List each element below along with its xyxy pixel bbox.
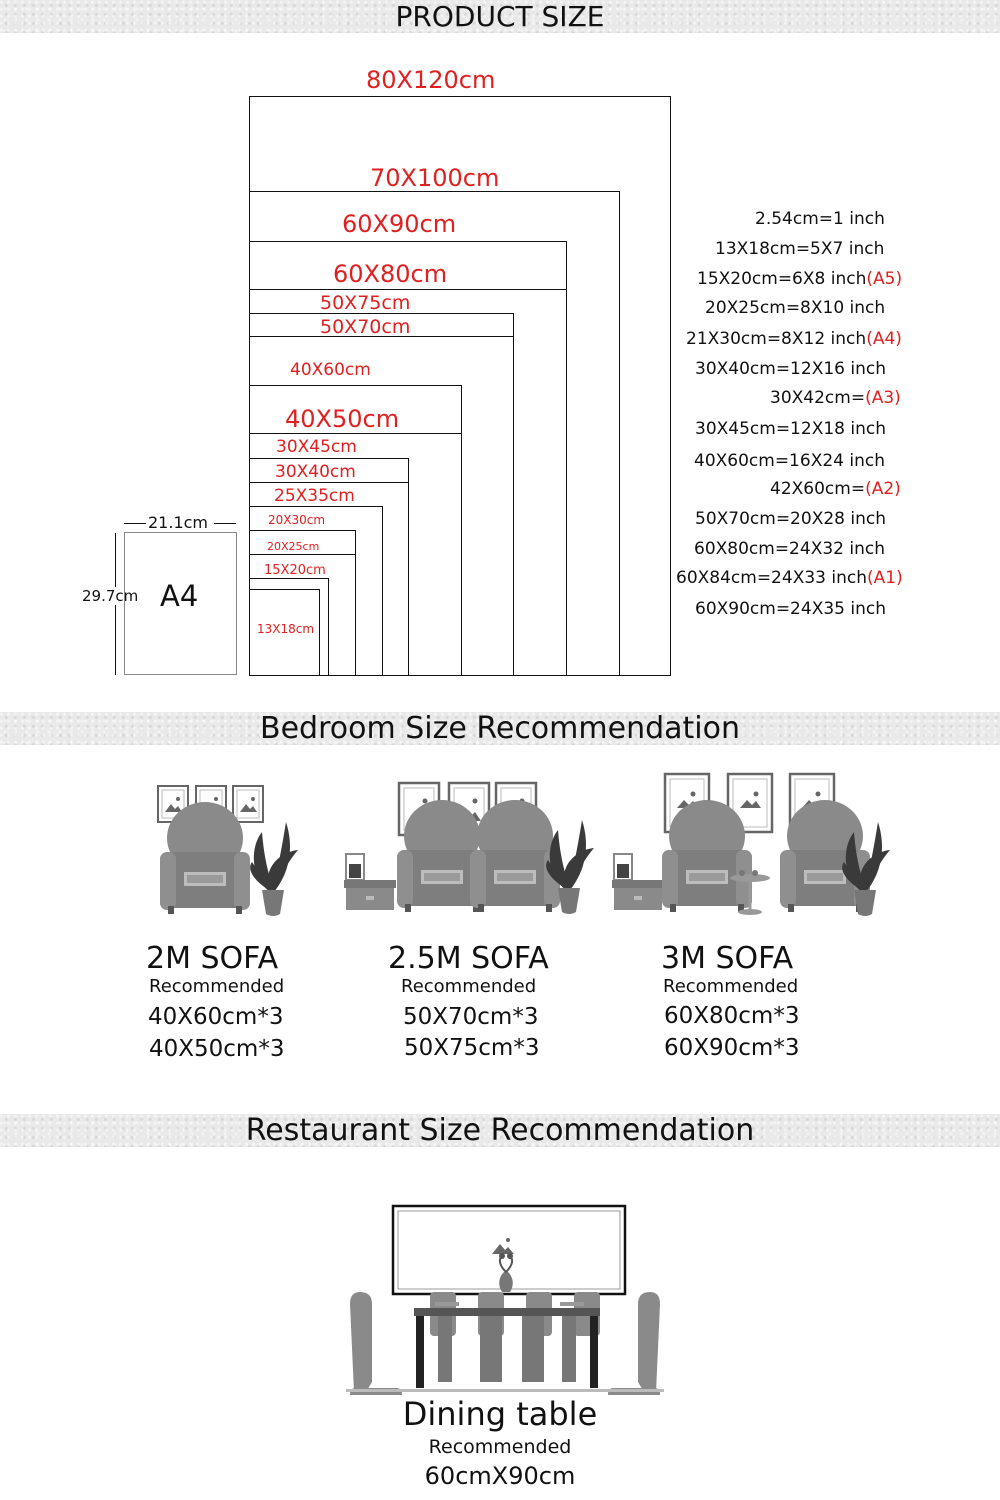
size-label: 60X80cm: [333, 260, 448, 288]
conversion-item: 20X25cm=8X10 inch: [705, 298, 886, 318]
conversion-item: 15X20cm=6X8 inch(A5): [697, 269, 903, 289]
conversion-item: 40X60cm=16X24 inch: [694, 451, 885, 471]
picture-frame-icon: [232, 785, 264, 823]
conversion-item: 60X84cm=24X33 inch(A1): [676, 568, 903, 588]
size-label: 15X20cm: [264, 563, 326, 578]
a4-width-line-left: [124, 523, 146, 524]
sofa-title: 2.5M SOFA: [388, 941, 549, 976]
conversion-item: 60X80cm=24X32 inch: [694, 539, 885, 559]
dining-recommended: Recommended: [428, 1436, 572, 1458]
size-label: 40X60cm: [290, 360, 371, 380]
a4-sheet: [124, 532, 237, 675]
section-title: Bedroom Size Recommendation: [260, 711, 740, 746]
section-title: Restaurant Size Recommendation: [245, 1113, 755, 1148]
sofa-title: 3M SOFA: [661, 941, 794, 976]
sofa-recommended: Recommended: [401, 976, 537, 997]
dining-title: Dining table: [402, 1395, 598, 1433]
conversion-item: 42X60cm=(A2): [770, 479, 901, 499]
conversion-item: 13X18cm=5X7 inch: [715, 239, 885, 259]
armchair-icon: [160, 802, 250, 914]
conversion-item: 30X40cm=12X16 inch: [695, 359, 886, 379]
frame-13x18: [249, 589, 320, 676]
armchair-icon: [662, 800, 752, 912]
side-table-icon: [343, 853, 397, 911]
sofa-title: 2M SOFA: [146, 941, 279, 976]
sofa-size: 60X90cm*3: [664, 1035, 800, 1061]
conversion-item: 21X30cm=8X12 inch(A4): [686, 329, 902, 349]
size-label: 40X50cm: [285, 405, 400, 433]
potted-plant-icon: [250, 822, 298, 916]
size-label: 60X90cm: [342, 210, 457, 238]
size-label: 50X75cm: [320, 292, 411, 314]
bedroom-illustrations: [157, 772, 890, 917]
a4-width-label: 21.1cm: [148, 513, 209, 532]
sofa-recommended: Recommended: [663, 976, 799, 997]
conversion-item: 60X90cm=24X35 inch: [695, 599, 886, 619]
dining-size: 60cmX90cm: [424, 1462, 576, 1490]
sofa-recommended: Recommended: [149, 976, 285, 997]
vase-icon: [498, 1253, 514, 1292]
sofa-size: 50X75cm*3: [404, 1035, 540, 1061]
dining-illustration: [346, 1204, 664, 1395]
conversion-item: 30X45cm=12X18 inch: [695, 419, 886, 439]
armchair-icon: [470, 800, 560, 912]
size-label: 13X18cm: [257, 622, 315, 636]
size-label: 70X100cm: [370, 164, 500, 192]
sofa-size: 60X80cm*3: [664, 1003, 800, 1029]
conversion-item: 2.54cm=1 inch: [755, 209, 885, 229]
size-label: 25X35cm: [274, 486, 355, 506]
dining-table-icon: [414, 1302, 600, 1388]
floor-line: [346, 1389, 664, 1392]
dining-chair-icon: [350, 1292, 402, 1395]
section-header-bedroom: Bedroom Size Recommendation: [0, 712, 1000, 745]
sofa-size: 40X60cm*3: [148, 1004, 284, 1030]
dining-chair-icon: [608, 1292, 660, 1395]
section-title: PRODUCT SIZE: [395, 0, 605, 33]
a4-width-line-right: [214, 523, 236, 524]
sofa-size: 50X70cm*3: [403, 1004, 539, 1030]
size-label: 30X40cm: [275, 462, 356, 482]
size-label: 20X25cm: [267, 540, 320, 553]
side-table-icon: [611, 853, 665, 911]
size-label: 50X70cm: [320, 316, 411, 338]
section-header-product-size: PRODUCT SIZE: [0, 0, 1000, 33]
size-label: 30X45cm: [276, 437, 357, 457]
size-label: 20X30cm: [268, 513, 326, 527]
conversion-item: 50X70cm=20X28 inch: [695, 509, 886, 529]
a4-label: A4: [160, 579, 199, 613]
conversion-item: 30X42cm=(A3): [770, 388, 901, 408]
section-header-restaurant: Restaurant Size Recommendation: [0, 1114, 1000, 1147]
size-label: 80X120cm: [366, 66, 496, 94]
sofa-size: 40X50cm*3: [149, 1036, 285, 1062]
